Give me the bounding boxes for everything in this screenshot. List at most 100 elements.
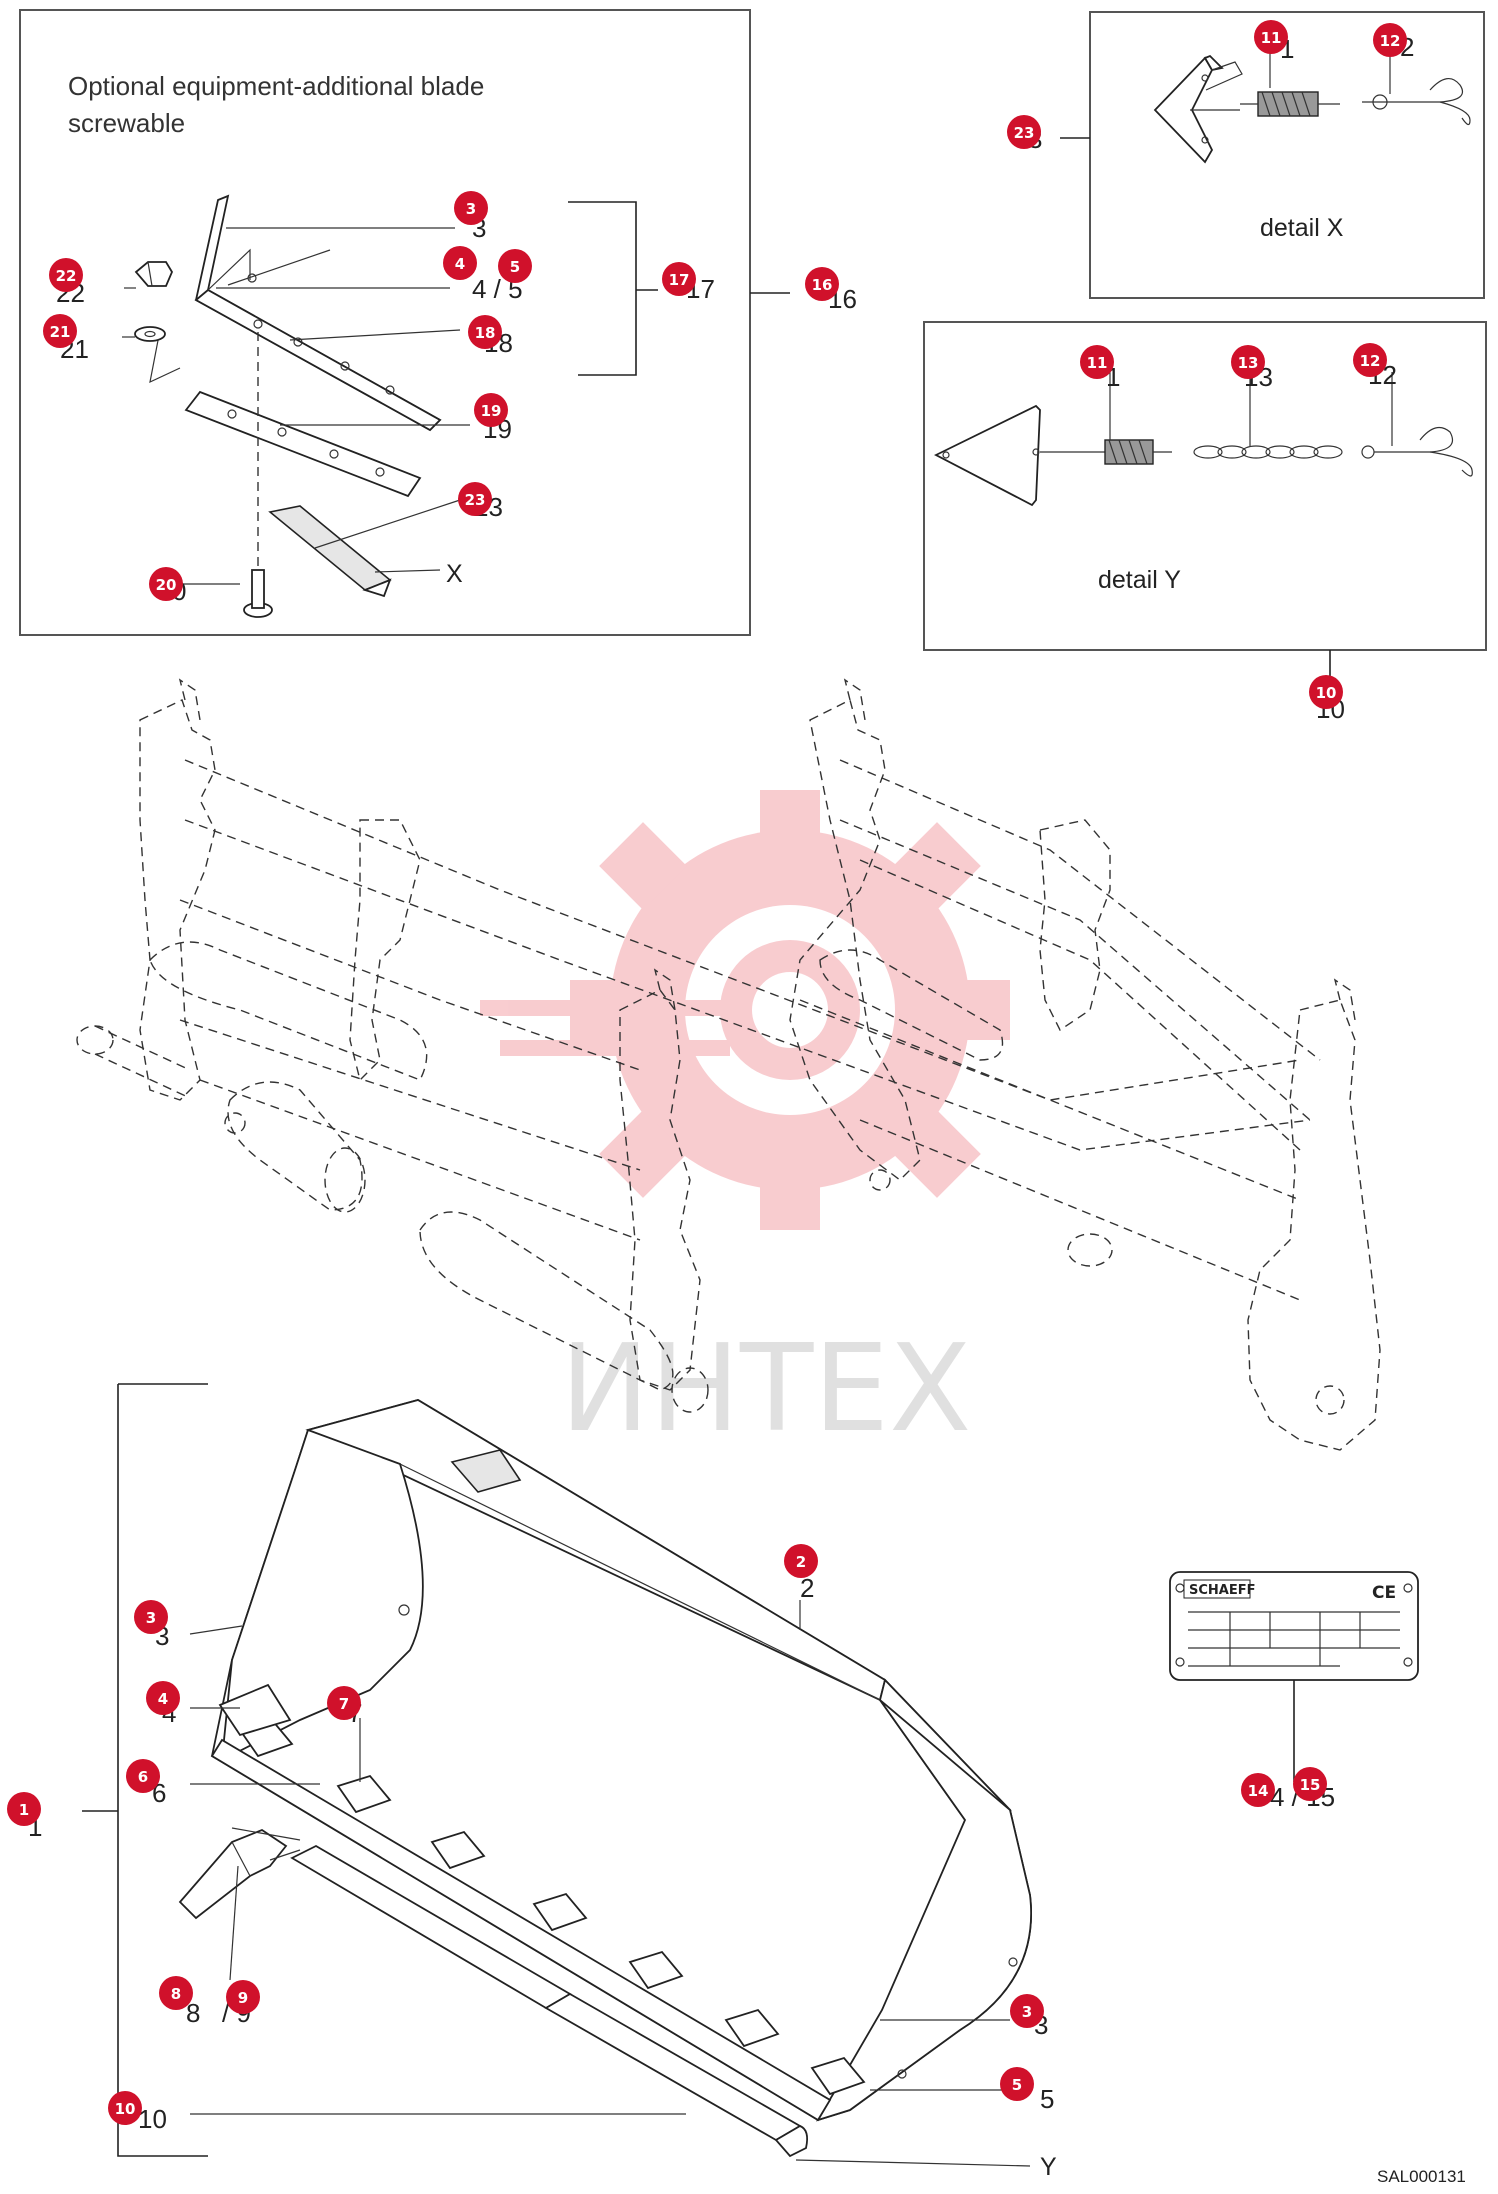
callout-marker-label: 22 bbox=[56, 267, 77, 285]
callout-marker-13[interactable]: 13 bbox=[1231, 345, 1265, 379]
callout-marker-circle bbox=[1000, 2067, 1034, 2101]
callout-marker-9[interactable]: 9 bbox=[226, 1980, 260, 2014]
callout-marker-3[interactable]: 3 bbox=[454, 191, 488, 225]
callout-marker-circle bbox=[474, 393, 508, 427]
callout-marker-12[interactable]: 12 bbox=[1353, 343, 1387, 377]
part-number-8: 8 bbox=[186, 1998, 200, 2028]
callout-marker-16[interactable]: 16 bbox=[805, 267, 839, 301]
detail-x-panel: detail X bbox=[1060, 11, 1485, 299]
callout-marker-circle bbox=[1254, 20, 1288, 54]
callout-marker-11[interactable]: 11 bbox=[1080, 345, 1114, 379]
callout-marker-circle bbox=[126, 1759, 160, 1793]
nut-icon bbox=[134, 261, 174, 287]
callout-marker-label: 10 bbox=[1316, 684, 1337, 702]
callout-marker-circle bbox=[1010, 1994, 1044, 2028]
callout-marker-10[interactable]: 10 bbox=[1309, 675, 1343, 709]
part-number-5b: 5 bbox=[1040, 2084, 1054, 2114]
watermark-gear-icon bbox=[570, 790, 1010, 1230]
callout-marker-23[interactable]: 23 bbox=[1007, 115, 1041, 149]
callout-marker-3[interactable]: 3 bbox=[134, 1600, 168, 1634]
bucket-part bbox=[210, 1399, 1032, 2122]
nameplate-brand: SCHAEFF bbox=[1189, 1583, 1256, 1598]
callout-y-label: Y bbox=[1040, 2153, 1057, 2181]
callout-marker-1[interactable]: 1 bbox=[7, 1792, 41, 1826]
callout-x-label: X bbox=[446, 560, 463, 588]
callout-marker-label: 21 bbox=[50, 323, 71, 341]
callout-marker-label: 20 bbox=[156, 576, 177, 594]
watermark bbox=[480, 790, 1010, 1230]
hydraulic-cylinder-left-icon bbox=[227, 1081, 366, 1213]
callout-marker-circle bbox=[7, 1792, 41, 1826]
callout-marker-circle bbox=[1309, 675, 1343, 709]
callout-marker-15[interactable]: 15 bbox=[1293, 1767, 1327, 1801]
callout-marker-label: 9 bbox=[238, 1989, 248, 2007]
blade-option-panel: Optional equipment-additional blade scre… bbox=[19, 9, 790, 636]
reference-code: SAL000131 bbox=[1377, 2167, 1466, 2186]
callout-marker-label: 17 bbox=[669, 271, 690, 289]
callout-marker-circle bbox=[458, 482, 492, 516]
callout-marker-23[interactable]: 23 bbox=[458, 482, 492, 516]
part-number-2: 2 bbox=[800, 1573, 814, 1603]
nameplate-part: SCHAEFF CE bbox=[1169, 1571, 1419, 1782]
bucket-tooth-part bbox=[178, 1828, 301, 1920]
callout-marker-circle bbox=[108, 2091, 142, 2125]
callout-marker-19[interactable]: 19 bbox=[474, 393, 508, 427]
callout-marker-circle bbox=[49, 258, 83, 292]
callout-marker-label: 12 bbox=[1380, 32, 1401, 50]
detail-y-label: detail Y bbox=[1098, 566, 1181, 594]
callout-marker-18[interactable]: 18 bbox=[468, 315, 502, 349]
callout-marker-6[interactable]: 6 bbox=[126, 1759, 160, 1793]
callout-marker-4[interactable]: 4 bbox=[146, 1681, 180, 1715]
callout-marker-label: 3 bbox=[466, 200, 476, 218]
callout-marker-circle bbox=[146, 1681, 180, 1715]
detail-x-label: detail X bbox=[1260, 214, 1344, 242]
callout-marker-21[interactable]: 21 bbox=[43, 314, 77, 348]
quick-coupler-frame bbox=[76, 678, 1381, 1451]
callout-marker-circle bbox=[662, 262, 696, 296]
callout-marker-label: 15 bbox=[1300, 1776, 1321, 1794]
callout-marker-2[interactable]: 2 bbox=[784, 1544, 818, 1578]
callout-marker-label: 3 bbox=[146, 1609, 156, 1627]
nameplate-ce-mark: CE bbox=[1372, 1583, 1396, 1603]
callout-marker-circle bbox=[1353, 343, 1387, 377]
callout-marker-label: 11 bbox=[1087, 354, 1108, 372]
callout-marker-label: 11 bbox=[1261, 29, 1282, 47]
callout-marker-12[interactable]: 12 bbox=[1373, 23, 1407, 57]
callout-marker-circle bbox=[1241, 1773, 1275, 1807]
detail-y-panel: detail Y bbox=[923, 321, 1487, 676]
callout-marker-label: 14 bbox=[1248, 1782, 1269, 1800]
watermark-text: ИНТЕХ bbox=[560, 1320, 971, 1459]
cutting-blade-segments bbox=[290, 1844, 809, 2158]
callout-marker-3[interactable]: 3 bbox=[1010, 1994, 1044, 2028]
callout-marker-circle bbox=[159, 1976, 193, 2010]
callout-marker-circle bbox=[149, 567, 183, 601]
callout-marker-4[interactable]: 4 bbox=[443, 246, 477, 280]
callout-marker-label: 2 bbox=[796, 1553, 806, 1571]
callout-marker-label: 6 bbox=[138, 1768, 148, 1786]
wear-strip-part bbox=[184, 390, 422, 498]
callout-marker-14[interactable]: 14 bbox=[1241, 1773, 1275, 1807]
callout-marker-5[interactable]: 5 bbox=[498, 249, 532, 283]
callout-marker-label: 4 bbox=[158, 1690, 168, 1708]
hydraulic-cylinder-right-icon bbox=[419, 1211, 709, 1413]
callout-marker-circle bbox=[1293, 1767, 1327, 1801]
callout-marker-17[interactable]: 17 bbox=[662, 262, 696, 296]
callout-marker-20[interactable]: 20 bbox=[149, 567, 183, 601]
locking-pin-right-icon bbox=[819, 949, 1113, 1267]
callout-marker-7[interactable]: 7 bbox=[327, 1686, 361, 1720]
callout-marker-label: 10 bbox=[115, 2100, 136, 2118]
callout-marker-11[interactable]: 11 bbox=[1254, 20, 1288, 54]
callout-marker-label: 5 bbox=[1012, 2076, 1022, 2094]
callout-marker-8[interactable]: 8 bbox=[159, 1976, 193, 2010]
callout-marker-5[interactable]: 5 bbox=[1000, 2067, 1034, 2101]
blade-option-title-line1: Optional equipment-additional blade bbox=[68, 71, 484, 101]
callout-marker-circle bbox=[784, 1544, 818, 1578]
callout-marker-label: 19 bbox=[481, 402, 502, 420]
callout-marker-10[interactable]: 10 bbox=[108, 2091, 142, 2125]
callout-marker-label: 23 bbox=[1014, 124, 1035, 142]
blade-edge-part bbox=[194, 194, 442, 432]
callout-marker-22[interactable]: 22 bbox=[49, 258, 83, 292]
